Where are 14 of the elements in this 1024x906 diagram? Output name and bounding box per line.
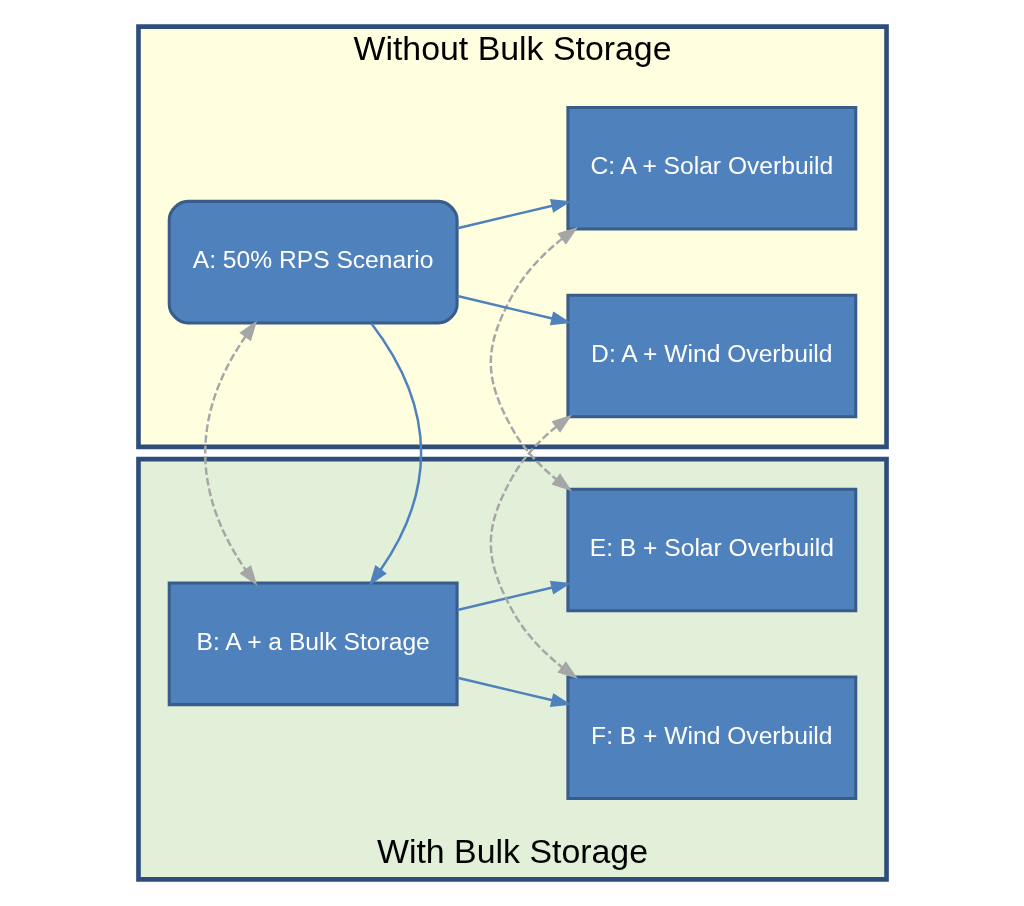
node-box: A: 50% RPS Scenario: [167, 199, 459, 325]
node-box: F: B + Wind Overbuild: [565, 675, 857, 801]
arrow: [456, 199, 571, 230]
node-box: E: B + Solar Overbuild: [565, 487, 857, 613]
node-box: C: A + Solar Overbuild: [565, 105, 857, 231]
arrow: [489, 226, 578, 492]
arrow: [368, 322, 422, 586]
arrow: [456, 580, 571, 612]
node-box: D: A + Wind Overbuild: [565, 293, 857, 419]
node-box: B: A + a Bulk Storage: [167, 581, 459, 707]
arrow: [456, 676, 571, 707]
arrow: [456, 294, 571, 326]
arrow: [203, 320, 257, 586]
arrow: [489, 414, 578, 680]
